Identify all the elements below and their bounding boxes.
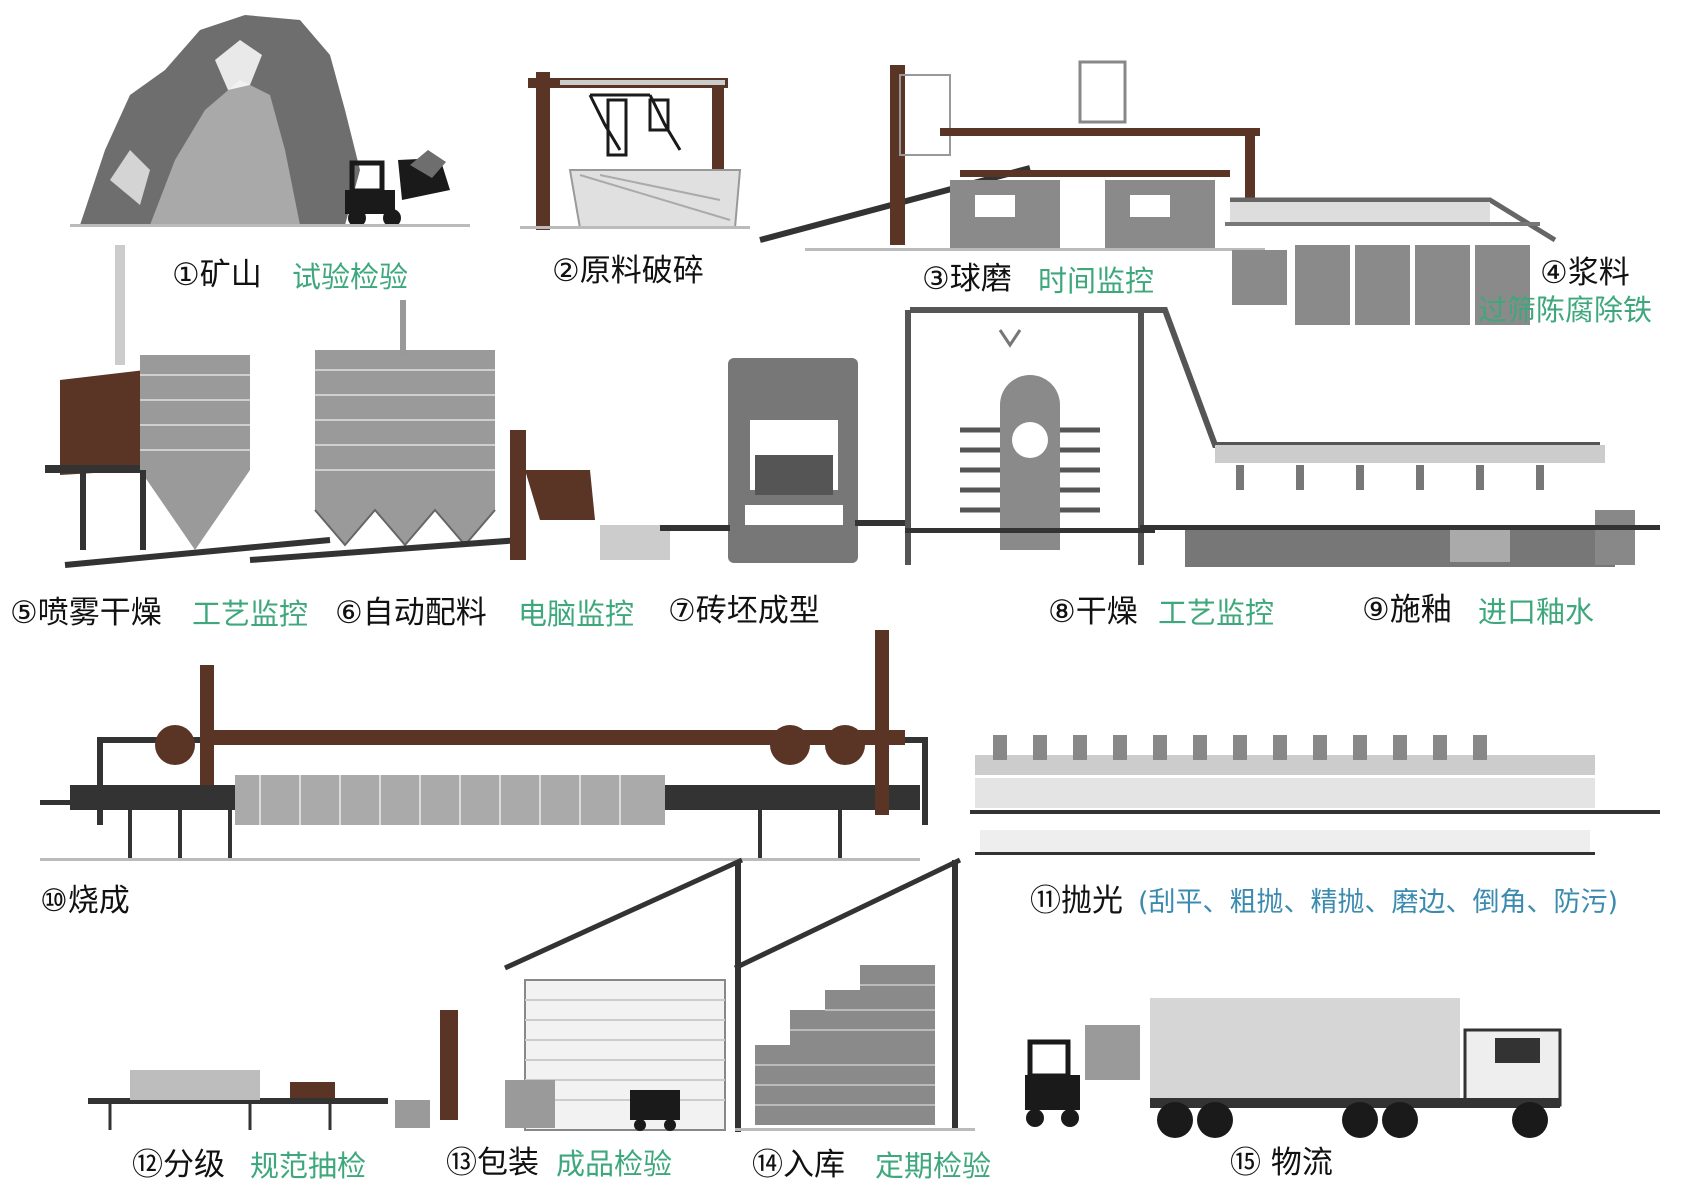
step-8-label: ⑧干燥	[1048, 594, 1138, 630]
step-5-note: 工艺监控	[192, 597, 309, 631]
step-6-note: 电脑监控	[518, 597, 635, 631]
truck-illustration	[1025, 998, 1562, 1138]
glazing-line-illustration	[1140, 445, 1660, 567]
grading-line-illustration	[88, 1070, 388, 1130]
step-10-label: ⑩烧成	[40, 883, 130, 919]
polishing-line-illustration	[970, 735, 1660, 855]
packing-warehouse-illustration	[395, 857, 744, 1132]
step-11-note: (刮平、粗抛、精抛、磨边、倒角、防污)	[1138, 887, 1619, 918]
batching-silos-illustration	[249, 300, 595, 563]
step-4-label: ④浆料	[1540, 255, 1630, 291]
step-12-label: ⑫分级	[132, 1147, 225, 1183]
ball-mill-illustration	[759, 60, 1265, 251]
step-3-note: 时间监控	[1038, 264, 1155, 298]
step-1-note: 试验检验	[292, 260, 409, 294]
mine-illustration	[70, 15, 470, 227]
step-15-label: ⑮ 物流	[1230, 1145, 1333, 1181]
spray-dryer-illustration	[45, 245, 331, 568]
step-1-label: ①矿山	[172, 257, 262, 293]
step-14-label: ⑭入库	[752, 1147, 845, 1183]
step-12-note: 规范抽检	[250, 1149, 367, 1183]
forklift-icon	[345, 150, 450, 227]
step-9-label: ⑨施釉	[1362, 592, 1452, 628]
step-11-label: ⑪抛光	[1030, 883, 1123, 919]
step-2-label: ②原料破碎	[552, 253, 704, 289]
step-3-label: ③球磨	[922, 261, 1012, 297]
step-5-label: ⑤喷雾干燥	[10, 595, 162, 631]
step-7-label: ⑦砖坯成型	[668, 593, 820, 629]
step-9-note: 进口釉水	[1478, 595, 1595, 629]
step-13-note: 成品检验	[556, 1147, 673, 1181]
press-illustration	[600, 358, 905, 563]
storage-warehouse-illustration	[733, 857, 975, 1131]
slurry-tanks-illustration	[1225, 197, 1557, 325]
step-14-note: 定期检验	[875, 1149, 992, 1183]
crusher-illustration	[520, 72, 750, 230]
step-4-note: 过筛陈腐除铁	[1478, 293, 1653, 327]
step-8-note: 工艺监控	[1158, 596, 1275, 630]
step-6-label: ⑥自动配料	[335, 595, 487, 631]
step-13-label: ⑬包装	[446, 1145, 539, 1181]
kiln-illustration	[40, 630, 928, 861]
